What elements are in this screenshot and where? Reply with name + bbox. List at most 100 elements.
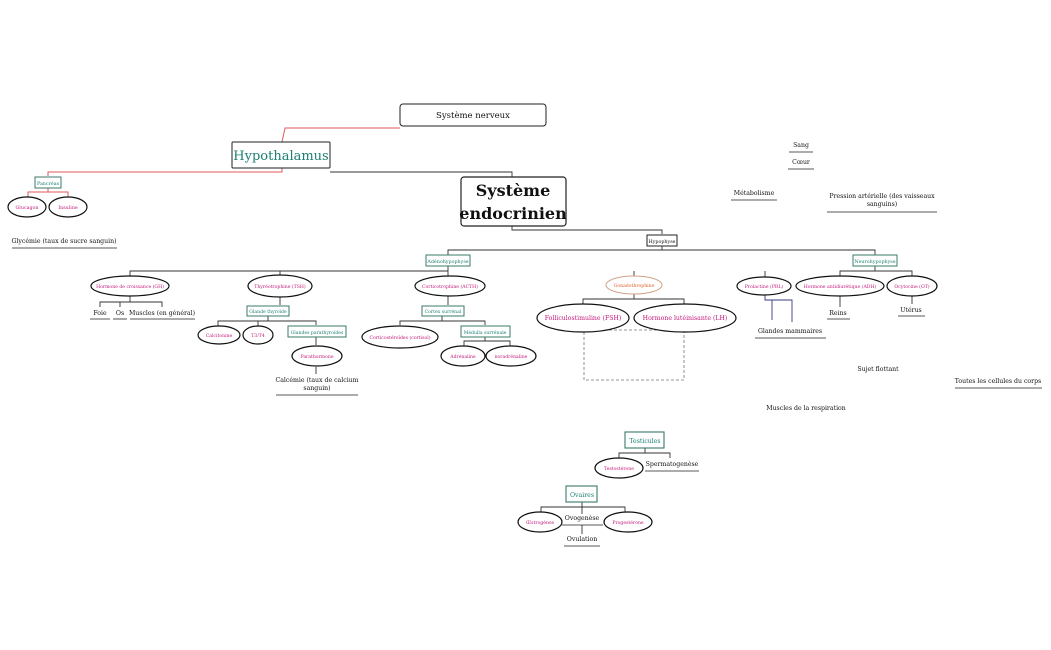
node-glycemie[interactable]: Glycémie (taux de sucre sanguin) (11, 238, 117, 249)
node-medulla-surrenale[interactable]: Médulla surrénale (460, 325, 511, 338)
node-gonadotrophine[interactable]: Gonadothrophine (605, 275, 663, 295)
node-glande-thyroide[interactable]: Glande thyroïde (246, 305, 290, 317)
link-neuro-hormones (839, 266, 913, 276)
label-hypophyse: Hypophyse (648, 239, 675, 245)
label-gh: Hormone de croissance (GH) (96, 283, 164, 290)
node-metabolisme[interactable]: Métabolisme (731, 190, 777, 201)
node-lh[interactable]: Hormone lutéinisante (LH) (633, 303, 737, 333)
label-noradrenaline: noradrénaline (495, 353, 528, 360)
link-cortex-branches (399, 316, 486, 325)
node-ovulation[interactable]: Ovulation (564, 536, 600, 547)
node-adenohypophyse[interactable]: Adénohypophyse (425, 254, 471, 267)
node-reins[interactable]: Reins (827, 310, 850, 320)
node-uterus[interactable]: Utérus (898, 307, 925, 317)
node-adrenaline[interactable]: Adrénaline (440, 345, 486, 367)
label-adrenaline: Adrénaline (449, 353, 476, 360)
label-glandes-mammaires: Glandes mammaires (758, 328, 822, 335)
label-medulla-surrenale: Médulla surrénale (464, 329, 507, 336)
link-adeno-hormones (129, 266, 766, 278)
label-adenohypophyse: Adénohypophyse (426, 258, 468, 265)
label-lh: Hormone lutéinisante (LH) (643, 315, 728, 322)
node-spermatogenese[interactable]: Spermatogenèse (645, 461, 699, 472)
label-ovogenese: Ovogenèse (565, 515, 600, 522)
node-systeme-nerveux[interactable]: Système nerveux (399, 103, 547, 127)
label-glycemie: Glycémie (taux de sucre sanguin) (11, 238, 116, 245)
label-testicules: Testicules (629, 438, 660, 445)
node-sang[interactable]: Sang (789, 142, 813, 153)
node-muscles-respiration[interactable]: Muscles de la respiration (766, 405, 846, 412)
node-ovaires[interactable]: Ovaires (565, 485, 598, 503)
node-insuline[interactable]: Insuline (48, 196, 88, 218)
label-sujet-flottant: Sujet flottant (857, 366, 899, 373)
label-uterus: Utérus (900, 307, 921, 314)
node-calcemie[interactable]: Calcémie (taux de calcium sanguin) (275, 377, 359, 396)
node-pression-arterielle[interactable]: Pression artérielle (des vaisseaux sangu… (827, 193, 937, 213)
label-muscles-general: Muscles (en général) (129, 310, 195, 317)
label-glande-thyroide: Glande thyroïde (249, 309, 287, 315)
link-nerveux-hypothalamus (281, 127, 400, 143)
label-calcitonine: Calcitonine (206, 333, 233, 339)
label-adh: Hormone antidiurétique (ADH) (804, 283, 877, 290)
node-acth[interactable]: Corticotrophine (ACTH) (414, 275, 486, 297)
node-os[interactable]: Os (113, 310, 127, 320)
link-hypothalamus-endocrinien (330, 171, 513, 177)
label-spermatogenese: Spermatogenèse (646, 461, 699, 468)
node-t3t4[interactable]: T3/T4 (242, 325, 274, 345)
node-glandes-mammaires[interactable]: Glandes mammaires (755, 328, 826, 339)
node-glucagon[interactable]: Glucagon (7, 196, 47, 218)
node-foie[interactable]: Foie (90, 310, 110, 320)
node-hypophyse[interactable]: Hypophyse (646, 234, 678, 247)
label-progesterone: Progestérone (612, 519, 644, 526)
label-pression-line2: sanguins) (867, 201, 897, 208)
link-medulla-hormones (463, 337, 511, 346)
label-oestrogenes: Œstrogènes (526, 519, 555, 526)
node-adh[interactable]: Hormone antidiurétique (ADH) (795, 275, 885, 297)
node-toutes-cellules[interactable]: Toutes les cellules du corps (955, 378, 1042, 389)
node-fsh[interactable]: Folliculostimuline (FSH) (536, 303, 630, 333)
node-ovogenese[interactable]: Ovogenèse (562, 515, 603, 526)
label-tsh: Thyréotrophine (TSH) (254, 283, 306, 290)
link-gh-targets (99, 296, 163, 307)
node-parathormone[interactable]: Parathormone (291, 345, 343, 367)
node-muscles-general[interactable]: Muscles (en général) (129, 310, 195, 320)
node-sujet-flottant[interactable]: Sujet flottant (857, 366, 899, 373)
node-tsh[interactable]: Thyréotrophine (TSH) (247, 274, 313, 298)
label-corticosteroides: Corticostéroïdes (cortisol) (370, 334, 431, 341)
label-endocrinien-line1: Système (476, 181, 551, 200)
label-ovulation: Ovulation (567, 536, 597, 543)
node-coeur[interactable]: Cœur (788, 159, 814, 170)
node-calcitonine[interactable]: Calcitonine (197, 325, 241, 345)
label-parathormone: Parathormone (300, 354, 333, 360)
node-oestrogenes[interactable]: Œstrogènes (517, 511, 563, 533)
label-pression-line1: Pression artérielle (des vaisseaux (829, 193, 935, 200)
node-prl[interactable]: Prolactine (PRL) (736, 276, 792, 296)
label-gonadotrophine: Gonadothrophine (614, 283, 655, 289)
label-metabolisme: Métabolisme (734, 190, 775, 197)
node-glandes-parathyroides[interactable]: Glandes parathyroïdes (287, 325, 347, 338)
label-os: Os (116, 310, 124, 317)
node-hypothalamus[interactable]: Hypothalamus (231, 141, 331, 169)
label-cortex-surrenal: Cortex surrénal (425, 308, 462, 315)
node-noradrenaline[interactable]: noradrénaline (485, 345, 537, 367)
link-thyroide-hormones (217, 316, 317, 326)
node-corticosteroides[interactable]: Corticostéroïdes (cortisol) (361, 325, 439, 349)
link-ovaires (540, 502, 626, 512)
label-coeur: Cœur (792, 159, 810, 166)
node-testicules[interactable]: Testicules (624, 431, 665, 449)
node-testosterone[interactable]: Testostérone (594, 457, 644, 479)
link-prl-branch (772, 299, 793, 322)
label-foie: Foie (93, 310, 107, 317)
node-systeme-endocrinien[interactable]: Système endocrinien (459, 176, 567, 227)
node-progesterone[interactable]: Progestérone (603, 511, 653, 533)
link-testicules (618, 448, 671, 458)
label-calcemie-line2: sanguin) (303, 385, 330, 392)
node-cortex-surrenal[interactable]: Cortex surrénal (421, 305, 465, 317)
node-pancreas[interactable]: Pancréas (34, 176, 62, 189)
node-gh[interactable]: Hormone de croissance (GH) (90, 275, 170, 297)
label-calcemie-line1: Calcémie (taux de calcium (275, 377, 358, 384)
link-prl-mammaires (764, 294, 773, 320)
node-ot[interactable]: Ocytocine (OT) (886, 275, 938, 297)
label-glandes-parathyroides: Glandes parathyroïdes (291, 330, 344, 336)
label-glucagon: Glucagon (15, 205, 38, 211)
node-neurohypophyse[interactable]: Neurohypophyse (852, 254, 898, 267)
